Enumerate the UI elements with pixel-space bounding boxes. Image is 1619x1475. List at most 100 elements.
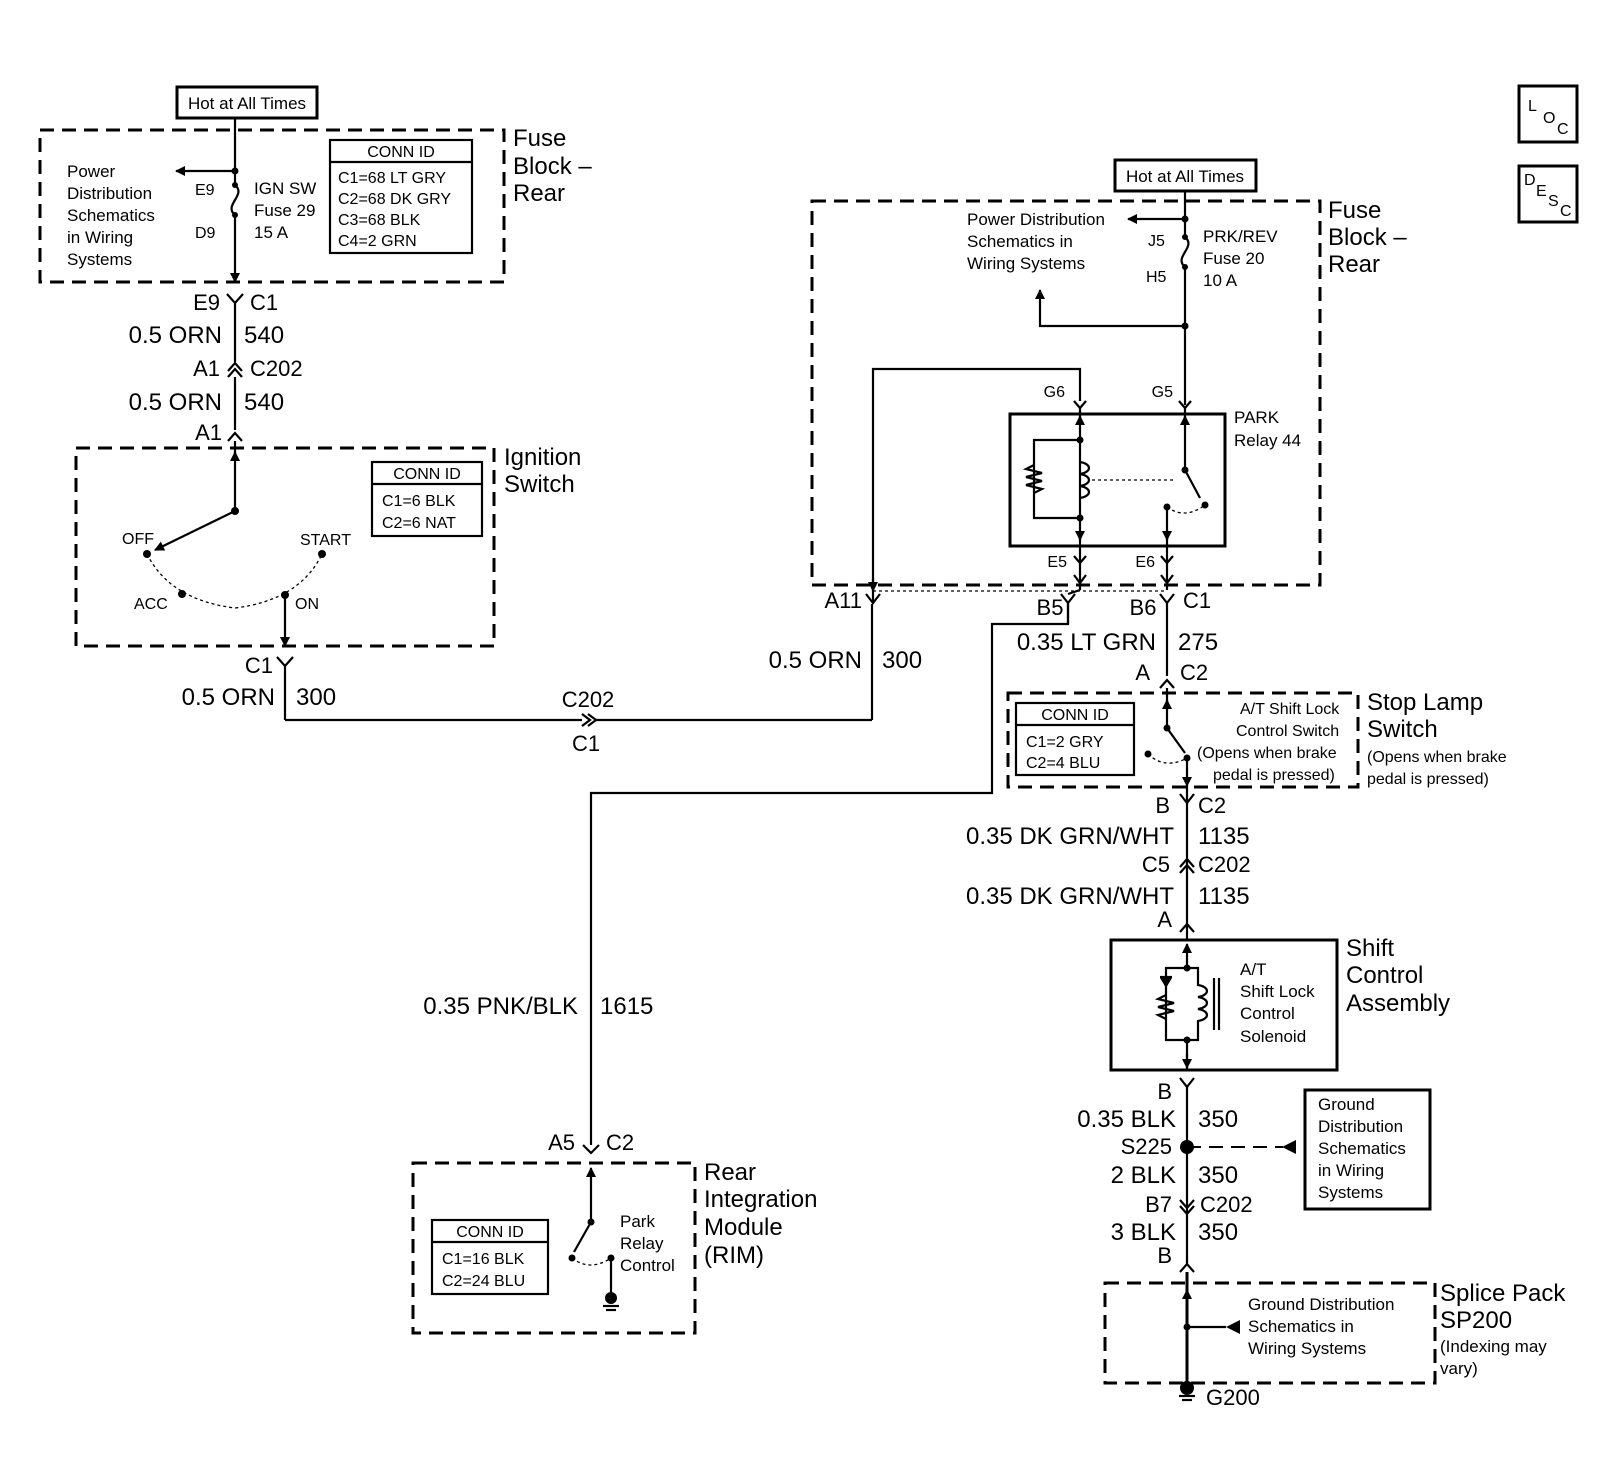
svg-text:E6: E6 xyxy=(1135,554,1155,571)
ground-icon-rim xyxy=(605,1292,617,1304)
fuse-block-title-right: Fuse xyxy=(1328,197,1381,224)
svg-text:B: B xyxy=(1155,793,1170,818)
svg-text:Rear: Rear xyxy=(1328,251,1380,278)
svg-text:1135: 1135 xyxy=(1198,883,1250,910)
park-relay-title: PARK xyxy=(1234,408,1280,427)
svg-text:Solenoid: Solenoid xyxy=(1240,1027,1306,1046)
loc-icon-l: L xyxy=(1528,98,1537,115)
svg-text:vary): vary) xyxy=(1440,1359,1478,1378)
svg-text:Rear: Rear xyxy=(513,180,565,207)
svg-text:(RIM): (RIM) xyxy=(704,1242,764,1269)
hot-at-all-times-box-right xyxy=(1113,158,1258,193)
svg-text:C2=24 BLU: C2=24 BLU xyxy=(442,1273,525,1290)
svg-text:350: 350 xyxy=(1198,1219,1238,1246)
desc-icon-e: E xyxy=(1536,183,1547,200)
svg-text:0.5 ORN: 0.5 ORN xyxy=(769,647,862,674)
svg-text:15 A: 15 A xyxy=(254,223,289,242)
ground-distribution-box xyxy=(1303,1088,1432,1211)
svg-text:C1: C1 xyxy=(1183,588,1211,613)
desc-icon-d: D xyxy=(1524,172,1536,189)
shift-control-title: Shift xyxy=(1346,935,1394,962)
svg-text:Shift Lock: Shift Lock xyxy=(1240,982,1315,1001)
svg-text:540: 540 xyxy=(244,322,284,349)
svg-text:Schematics: Schematics xyxy=(1318,1139,1406,1158)
svg-text:J5: J5 xyxy=(1148,233,1165,250)
svg-text:C1: C1 xyxy=(250,290,278,315)
svg-text:C1: C1 xyxy=(245,653,273,678)
svg-text:E5: E5 xyxy=(1047,554,1067,571)
svg-text:Systems: Systems xyxy=(1318,1183,1383,1202)
svg-text:D9: D9 xyxy=(195,225,216,242)
conn-id-table-stop-lamp: CONN ID C1=2 GRY C2=4 BLU xyxy=(1014,701,1136,777)
svg-text:A: A xyxy=(1135,660,1150,685)
svg-text:IGN SW: IGN SW xyxy=(254,179,316,198)
power-dist-text-right: Power Distribution xyxy=(967,210,1105,229)
svg-text:CONN ID: CONN ID xyxy=(1041,707,1109,724)
svg-text:0.35 PNK/BLK: 0.35 PNK/BLK xyxy=(423,993,578,1020)
svg-text:Distribution: Distribution xyxy=(67,184,152,203)
stop-lamp-switch-title: Stop Lamp xyxy=(1367,689,1483,716)
power-dist-text-left: Power xyxy=(67,162,116,181)
svg-text:C202: C202 xyxy=(1198,852,1251,877)
svg-text:G200: G200 xyxy=(1206,1385,1260,1410)
svg-text:in Wiring: in Wiring xyxy=(67,228,133,247)
svg-text:10 A: 10 A xyxy=(1203,271,1238,290)
conn-id-table-fuse-left: CONN ID C1=68 LT GRY C2=68 DK GRY C3=68 … xyxy=(328,138,474,255)
svg-text:CONN ID: CONN ID xyxy=(393,466,461,483)
svg-text:Schematics in: Schematics in xyxy=(967,232,1073,251)
svg-text:0.35 DK GRN/WHT: 0.35 DK GRN/WHT xyxy=(966,883,1174,910)
svg-text:ON: ON xyxy=(295,596,319,613)
svg-text:Control: Control xyxy=(620,1256,675,1275)
svg-text:A/T Shift Lock: A/T Shift Lock xyxy=(1240,701,1340,718)
svg-text:Control: Control xyxy=(1240,1004,1295,1023)
svg-text:0.5 ORN: 0.5 ORN xyxy=(129,389,222,416)
ignition-switch-title: Ignition xyxy=(504,444,581,471)
svg-text:C202: C202 xyxy=(562,687,615,712)
loc-icon[interactable]: L O C xyxy=(1517,84,1579,144)
desc-icon[interactable]: D E S C xyxy=(1517,164,1579,224)
loc-icon-o: O xyxy=(1543,110,1555,127)
loc-icon-c: C xyxy=(1557,121,1569,138)
svg-text:A1: A1 xyxy=(195,420,222,445)
svg-text:C2: C2 xyxy=(1180,660,1208,685)
svg-text:SP200: SP200 xyxy=(1440,1307,1512,1334)
svg-text:Control Switch: Control Switch xyxy=(1236,723,1339,740)
ground-icon-g200 xyxy=(1180,1381,1194,1395)
svg-text:(Opens when brake: (Opens when brake xyxy=(1197,745,1337,762)
svg-text:0.35 BLK: 0.35 BLK xyxy=(1077,1106,1176,1133)
resistor-icon-relay xyxy=(1022,464,1046,494)
hot-at-all-times-box-left xyxy=(175,85,319,120)
svg-text:275: 275 xyxy=(1178,629,1218,656)
svg-text:Block –: Block – xyxy=(513,153,592,180)
coil-icon-relay xyxy=(1079,460,1091,500)
svg-text:Wiring Systems: Wiring Systems xyxy=(967,254,1085,273)
svg-text:C1=6 BLK: C1=6 BLK xyxy=(382,493,456,510)
splice-pack-box xyxy=(1103,1281,1437,1385)
svg-text:300: 300 xyxy=(296,684,336,711)
svg-text:C1=2 GRY: C1=2 GRY xyxy=(1026,734,1104,751)
resistor-icon-solenoid xyxy=(1154,994,1175,1020)
svg-text:B5: B5 xyxy=(1037,595,1064,620)
svg-text:1135: 1135 xyxy=(1198,823,1250,850)
conn-id-table-rim: CONN ID C1=16 BLK C2=24 BLU xyxy=(430,1218,550,1296)
svg-text:540: 540 xyxy=(244,389,284,416)
svg-text:(Indexing may: (Indexing may xyxy=(1440,1337,1547,1356)
diode-icon xyxy=(1160,978,1172,988)
svg-text:OFF: OFF xyxy=(122,531,154,548)
svg-text:Integration: Integration xyxy=(704,1186,817,1213)
svg-text:B7: B7 xyxy=(1145,1192,1172,1217)
fuse-icon xyxy=(230,184,240,216)
svg-text:Switch: Switch xyxy=(1367,716,1438,743)
svg-text:G6: G6 xyxy=(1044,384,1065,401)
svg-text:Ground Distribution: Ground Distribution xyxy=(1248,1295,1394,1314)
svg-text:0.5 ORN: 0.5 ORN xyxy=(182,684,275,711)
fuse-block-title-left: Fuse xyxy=(513,125,566,152)
svg-text:pedal is pressed): pedal is pressed) xyxy=(1367,771,1489,788)
svg-text:Module: Module xyxy=(704,1214,783,1241)
svg-text:0.35 LT GRN: 0.35 LT GRN xyxy=(1017,629,1156,656)
svg-text:A5: A5 xyxy=(548,1130,575,1155)
svg-text:H5: H5 xyxy=(1146,269,1167,286)
svg-text:A11: A11 xyxy=(824,588,862,613)
desc-icon-c: C xyxy=(1560,203,1572,220)
svg-text:C2=6 NAT: C2=6 NAT xyxy=(382,515,456,532)
